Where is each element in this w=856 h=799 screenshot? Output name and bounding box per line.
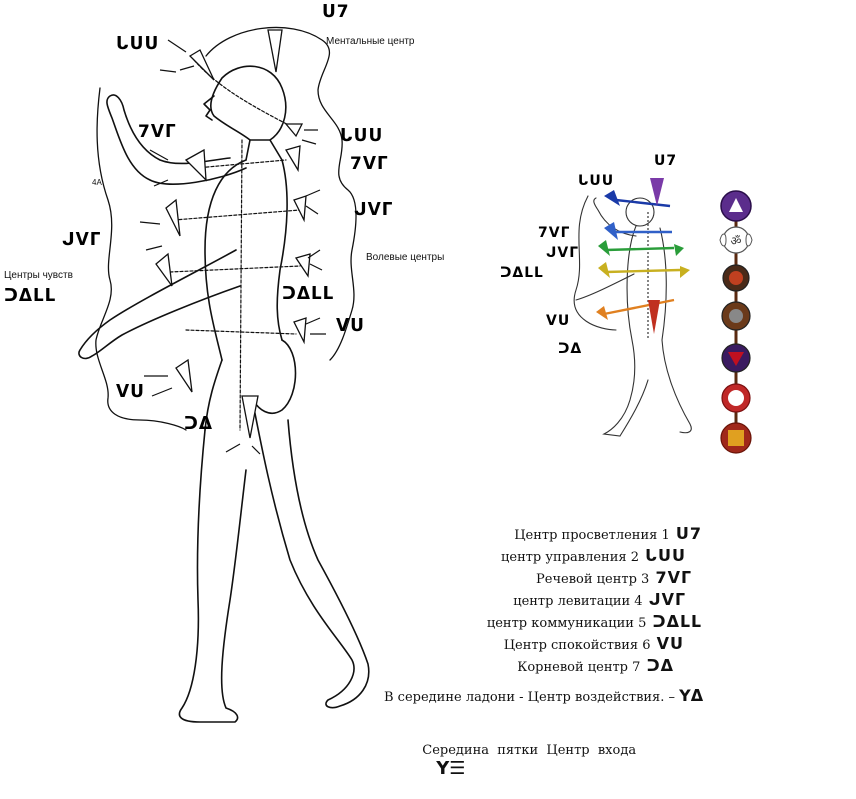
note-palm: В середине ладони - Центр воздействия. –… bbox=[384, 686, 703, 705]
legend-row-6: Центр спокойствия 6 ᐯᑌ bbox=[504, 634, 684, 653]
legend-text-3: Речевой центр 3 bbox=[536, 572, 650, 587]
legend-row-2: центр управления 2 ᒐᑌᑌ bbox=[501, 546, 686, 565]
big-glyph-1: ᑌ7 bbox=[322, 2, 350, 22]
small-glyph-4: ᒍᐯᒥ bbox=[546, 245, 580, 261]
note-heel: Середина пятки Центр входа Y☰ bbox=[414, 728, 636, 779]
big-glyph-6: ᐯᑌ bbox=[336, 316, 365, 336]
legend-row-3: Речевой центр 3 7ᐯᒥ bbox=[536, 568, 692, 587]
cone-heart-front bbox=[165, 198, 181, 237]
cone-back-head bbox=[284, 123, 304, 138]
note-heel-glyph: Y☰ bbox=[436, 758, 466, 779]
legend-row-1: Центр просветления 1 ᑌ7 bbox=[514, 524, 702, 543]
legend-text-2: центр управления 2 bbox=[501, 550, 639, 565]
cone-sacral-back bbox=[293, 317, 307, 345]
small-glyph-2: ᒐᑌᑌ bbox=[578, 173, 615, 189]
cone-heart-back bbox=[293, 195, 307, 223]
legend-text-7: Корневой центр 7 bbox=[517, 660, 641, 675]
legend-glyph-4: ᒍᐯᒥ bbox=[648, 590, 686, 609]
legend: Центр просветления 1 ᑌ7 центр управления… bbox=[440, 524, 702, 675]
note-heel-text: Середина пятки Центр входа bbox=[422, 743, 637, 758]
cone-sacral-front bbox=[175, 358, 193, 393]
legend-glyph-2: ᒐᑌᑌ bbox=[645, 546, 686, 565]
label-volitional-centers: Волевые центры bbox=[366, 252, 445, 263]
big-glyph-4: ᒍᐯᒥ bbox=[354, 200, 394, 220]
cone-crown bbox=[267, 29, 283, 73]
legend-row-4: центр левитации 4 ᒍᐯᒥ bbox=[513, 590, 686, 609]
svg-text:ॐ: ॐ bbox=[731, 234, 742, 248]
label-feeling-centers: Центры чувств bbox=[4, 270, 73, 281]
note-palm-text: В середине ладони - Центр воздействия. – bbox=[384, 690, 676, 705]
big-glyph-2b: ᒐᑌᑌ bbox=[340, 126, 384, 146]
big-glyph-6b: ᐯᑌ bbox=[116, 382, 145, 402]
legend-glyph-7: ᑐᐃ bbox=[646, 656, 674, 675]
small-glyph-1: ᑌ7 bbox=[654, 153, 678, 169]
cone-root bbox=[241, 395, 259, 439]
label-mental-centers: Ментальные центр bbox=[326, 36, 415, 47]
cone-forehead bbox=[188, 49, 215, 81]
note-palm-glyph: Yᐃ bbox=[679, 686, 704, 705]
legend-glyph-1: ᑌ7 bbox=[675, 524, 702, 543]
cone-throat-front bbox=[184, 148, 207, 182]
legend-text-4: центр левитации 4 bbox=[513, 594, 643, 609]
big-glyph-7: ᑐᐃ bbox=[184, 414, 214, 434]
legend-text-1: Центр просветления 1 bbox=[514, 528, 670, 543]
cone-solar-front bbox=[155, 252, 173, 287]
legend-text-5: центр коммуникации 5 bbox=[486, 616, 647, 631]
big-glyph-3b: 7ᐯᒥ bbox=[350, 154, 389, 174]
cone-solar-back bbox=[294, 253, 311, 278]
legend-row-5: центр коммуникации 5 ᑐᐃᒪᒪ bbox=[487, 612, 702, 631]
big-glyph-4b: ᒍᐯᒥ bbox=[62, 230, 102, 250]
legend-glyph-5: ᑐᐃᒪᒪ bbox=[652, 612, 702, 631]
cone-throat-back bbox=[285, 145, 301, 173]
label-fragment: 4А bbox=[92, 178, 102, 187]
small-glyph-7: ᑐᐃ bbox=[558, 341, 583, 357]
small-glyph-3: 7ᐯᒥ bbox=[538, 225, 571, 241]
legend-glyph-3: 7ᐯᒥ bbox=[655, 568, 692, 587]
big-glyph-5b: ᑐᐃᒪᒪ bbox=[282, 284, 335, 304]
small-glyph-5: ᑐᐃᒪᒪ bbox=[500, 265, 544, 281]
legend-glyph-6: ᐯᑌ bbox=[656, 634, 684, 653]
big-glyph-5: ᑐᐃᒪᒪ bbox=[4, 286, 57, 306]
small-glyph-6: ᐯᑌ bbox=[546, 313, 571, 329]
legend-text-6: Центр спокойствия 6 bbox=[503, 638, 651, 653]
big-glyph-3: 7ᐯᒥ bbox=[138, 122, 177, 142]
big-glyph-2: ᒐᑌᑌ bbox=[116, 34, 160, 54]
legend-row-7: Корневой центр 7 ᑐᐃ bbox=[517, 656, 674, 675]
